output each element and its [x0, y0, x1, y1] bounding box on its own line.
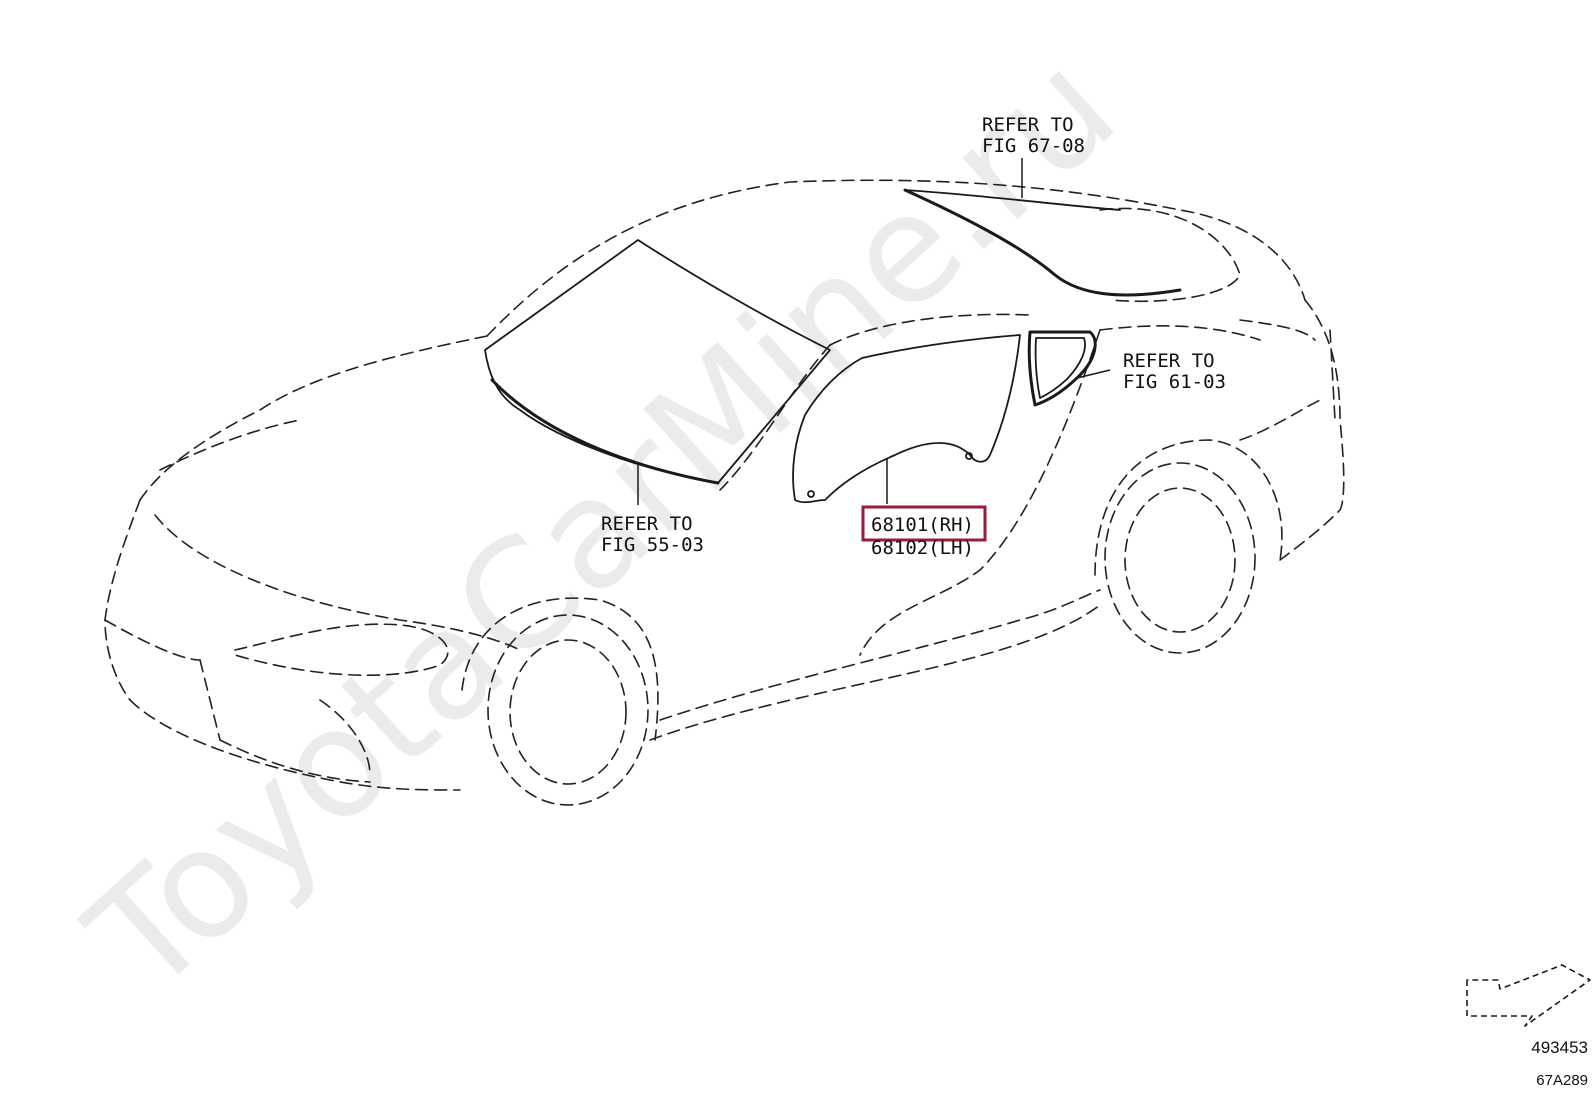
quarter-window-callout[interactable]: REFER TO FIG 61-03: [1123, 350, 1226, 393]
door-glass-hole-rear: [965, 452, 973, 460]
car-body-outline: [104, 179, 1345, 806]
roof-callout-line2: FIG 67-08: [982, 135, 1085, 157]
quarter-window-glass: [1027, 330, 1097, 407]
door-glass-part: [792, 334, 1021, 504]
illustration-number: 493453: [1531, 1038, 1588, 1057]
quarter-window-callout-line1: REFER TO: [1123, 350, 1215, 372]
figure-code: 67A289: [1536, 1072, 1588, 1089]
door-glass-hole-front: [807, 490, 815, 498]
quarter-window-leader-line: [1076, 369, 1111, 379]
quarter-window-callout-line2: FIG 61-03: [1123, 371, 1226, 393]
windshield-callout-line1: REFER TO: [601, 513, 693, 535]
part-number-rh-label: 68101(RH): [871, 514, 974, 536]
quarter-window-inner: [1034, 337, 1086, 399]
front-direction-arrow-icon: [1466, 964, 1591, 1027]
windshield-callout-line2: FIG 55-03: [601, 534, 704, 556]
windshield-lower-edge: [490, 378, 720, 485]
roof-callout-line1: REFER TO: [982, 114, 1074, 136]
windshield-callout[interactable]: REFER TO FIG 55-03: [601, 513, 704, 556]
part-number-lh[interactable]: 68102(LH): [871, 537, 974, 559]
roof-callout[interactable]: REFER TO FIG 67-08: [982, 114, 1085, 157]
part-number-lh-label: 68102(LH): [871, 537, 974, 559]
part-number-highlight-box: [861, 505, 987, 542]
roof-panel-edge: [903, 188, 1182, 297]
roof-panel-outline: [904, 189, 1121, 211]
part-number-rh[interactable]: 68101(RH): [861, 505, 987, 542]
